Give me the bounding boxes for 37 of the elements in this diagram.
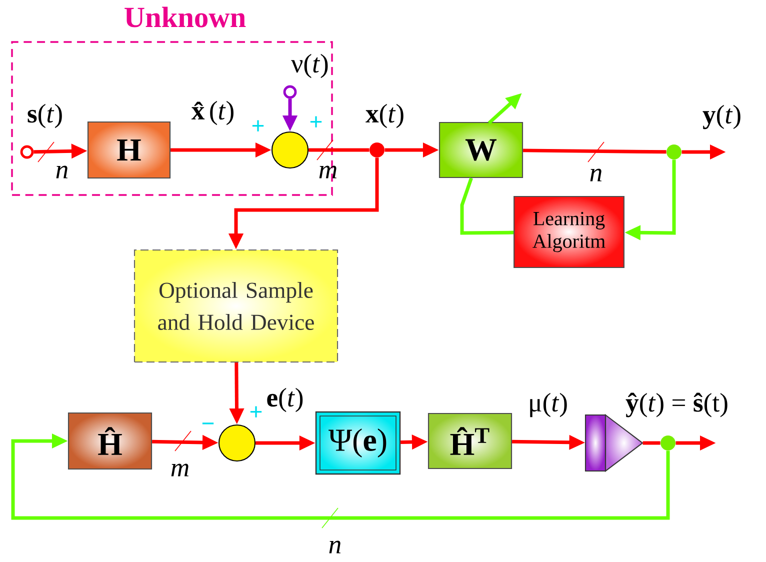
edge-label: m: [319, 166, 336, 178]
edge-label: n: [590, 168, 602, 182]
block-box: H: [87, 121, 171, 179]
connector: [11, 433, 670, 528]
device-box: Optional Sample and Hold Device: [134, 249, 338, 363]
input-terminal: [283, 85, 297, 99]
junction-dot: [660, 436, 676, 450]
summing-junction: [218, 424, 256, 462]
region-heading: Unknown: [124, 6, 246, 28]
sign-label: +: [310, 116, 322, 128]
junction-dot: [370, 142, 384, 158]
signal-label: ŷ(t) = ŝ(t): [626, 392, 728, 418]
edge-label: m: [171, 464, 188, 476]
block-box: Ĥ$^{T}$: [428, 412, 512, 470]
signal-label: e(t): [267, 388, 303, 412]
connector: [308, 140, 370, 160]
junction-dot: [666, 144, 682, 160]
input-terminal: [20, 145, 34, 159]
signal-label: x(t): [366, 104, 404, 128]
block-box: W: [438, 122, 524, 178]
signal-label: ν(t): [291, 54, 328, 78]
signal-label: s(t): [28, 104, 62, 128]
sign-label: +: [252, 120, 264, 132]
block-box: Ĥ: [68, 412, 152, 470]
signal-label: y(t): [702, 104, 740, 130]
edge-label: n: [56, 166, 68, 178]
summing-junction: [271, 131, 309, 169]
connector: [460, 177, 514, 235]
connector: [642, 441, 660, 445]
nonlinearity-box: Ψ(e): [315, 411, 401, 475]
algorithm-box: Learning Algoritm: [514, 196, 624, 268]
sign-label: +: [250, 406, 262, 418]
sign-label: −: [202, 422, 214, 424]
edge-label: x̂(t): [191, 100, 234, 126]
edge-label: μ(t): [530, 392, 567, 418]
edge-label: n: [329, 540, 341, 554]
connector: [523, 142, 666, 162]
